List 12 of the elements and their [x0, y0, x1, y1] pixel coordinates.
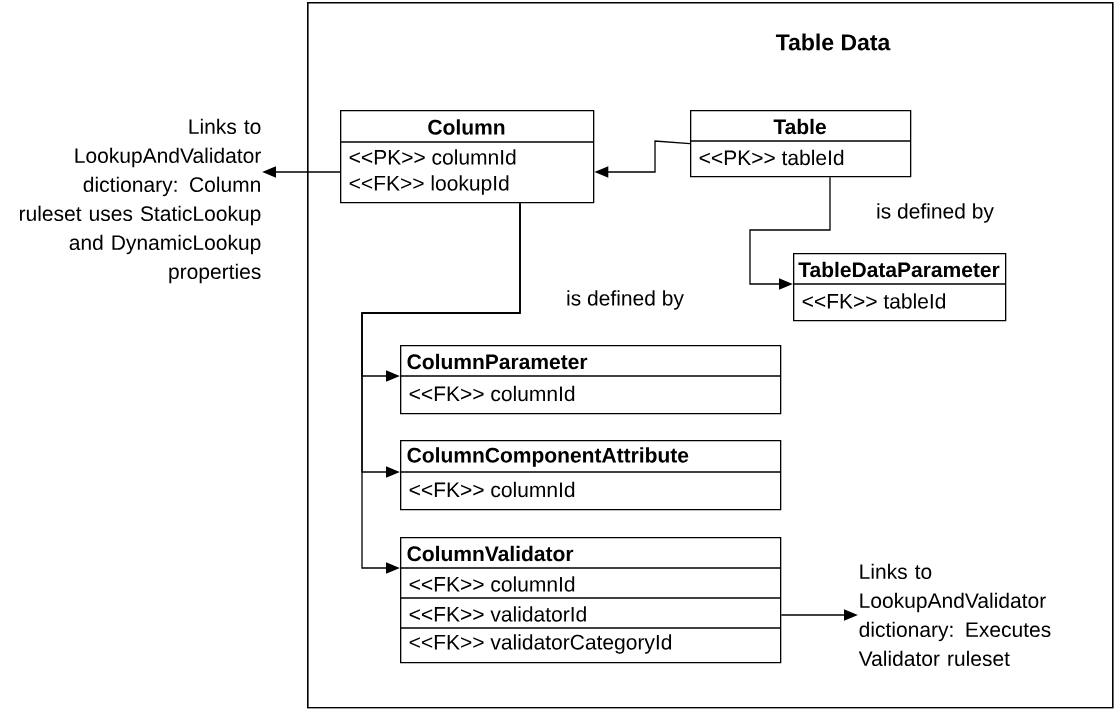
- edge-label: is defined by: [875, 202, 995, 224]
- class-box: TableDataParameter <<FK>> tableId: [792, 253, 1007, 322]
- arrow: [749, 176, 831, 290]
- class-box: ColumnParameter <<FK>> columnId: [399, 345, 782, 415]
- class-box: Column <<PK>> columnId <<FK>> lookupId: [339, 110, 595, 204]
- class-box: Table <<PK>> tableId: [689, 110, 912, 178]
- edge-label: is defined by: [565, 289, 685, 311]
- arrow: [361, 202, 521, 574]
- note-text: Links to LookupAndValidator dictionary: Column ruleset uses StaticLookup and DynamicLookup properties: [19, 118, 261, 284]
- note-text: Links to LookupAndValidator dictionary: Executes Validator ruleset: [858, 563, 1051, 667]
- class-box: ColumnComponentAttribute <<FK>> columnId: [399, 440, 782, 511]
- class-box: ColumnValidator <<FK>> columnId <<FK>> validatorId <<FK>> validatorCategoryId: [399, 537, 782, 664]
